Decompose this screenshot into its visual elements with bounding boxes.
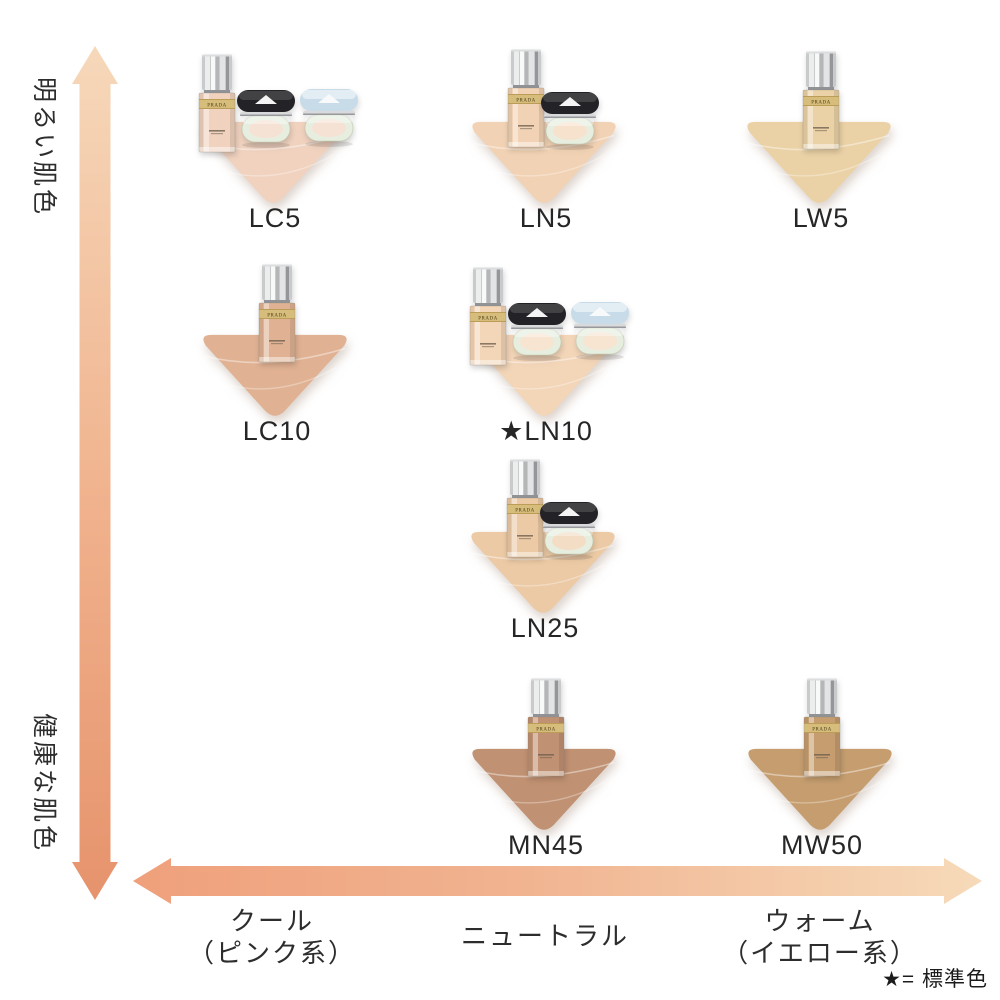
triangle-logo-icon <box>255 95 277 104</box>
triangle-logo-icon <box>558 507 580 516</box>
bottle-gold-band <box>528 723 564 733</box>
bottle-gold-band <box>259 309 295 319</box>
shade-swatch-triangle <box>748 748 892 830</box>
product-lw5: PRADA LW5 <box>726 45 916 240</box>
product-shade-label: LW5 <box>792 203 850 233</box>
bottle-gold-band <box>508 94 544 104</box>
triangle-logo-icon <box>589 307 611 316</box>
bottle-gold-band <box>470 312 506 322</box>
foundation-bottle: PRADA <box>507 49 545 148</box>
vertical-axis-label-top: 明るい肌色 <box>30 76 58 218</box>
product-ln25: PRADA LN25 <box>450 455 640 650</box>
foundation-bottle: PRADA <box>198 54 236 153</box>
compact-blue-lid <box>300 89 358 147</box>
product-shade-label: LN25 <box>510 613 580 643</box>
foundation-bottle: PRADA <box>527 678 565 777</box>
vertical-axis-label-bottom: 健康な肌色 <box>30 712 58 854</box>
shade-swatch-triangle <box>472 748 616 830</box>
triangle-logo-icon <box>318 94 340 103</box>
x-axis-label-warm: ウォーム （イエロー系） <box>722 906 918 969</box>
vertical-axis-arrow <box>72 46 118 900</box>
bottle-brand-text: PRADA <box>536 728 555 733</box>
bottle-gold-band <box>507 504 543 514</box>
standard-shade-legend: ★= 標準色 <box>882 968 988 991</box>
x-axis-label-cool-line2: （ピンク系） <box>187 937 357 968</box>
x-axis-label-cool-line1: クール <box>229 906 315 936</box>
shade-swatch-triangle <box>747 121 891 203</box>
compact-foundation <box>552 532 586 550</box>
bottle-brand-text: PRADA <box>811 101 830 106</box>
compact-black-lid <box>541 92 599 150</box>
foundation-bottle: PRADA <box>469 267 507 366</box>
product-shade-label: MN45 <box>507 830 585 860</box>
product-lc10: PRADA LC10 <box>182 258 372 453</box>
product-mn45: PRADA MN45 <box>451 672 641 867</box>
compact-blue-lid <box>571 302 629 360</box>
product-shade-label: LN5 <box>519 203 573 233</box>
foundation-bottle: PRADA <box>258 264 296 363</box>
x-axis-label-neutral-line1: ニュートラル <box>460 921 630 951</box>
bottle-gold-band <box>803 96 839 106</box>
compact-foundation <box>553 122 587 140</box>
product-lc5: PRADA LC5 <box>180 45 370 240</box>
bottle-brand-text: PRADA <box>812 728 831 733</box>
x-axis-label-cool: クール （ピンク系） <box>188 906 356 969</box>
compact-black-lid <box>237 90 295 148</box>
bottle-gold-band <box>804 723 840 733</box>
triangle-logo-icon <box>559 97 581 106</box>
shade-swatch-triangle <box>203 334 347 416</box>
x-axis-label-warm-line2: （イエロー系） <box>722 937 918 968</box>
compact-black-lid <box>540 502 598 560</box>
bottle-brand-text: PRADA <box>478 317 497 322</box>
bottle-brand-text: PRADA <box>516 99 535 104</box>
x-axis-label-warm-line1: ウォーム <box>764 906 876 936</box>
compact-foundation <box>249 120 283 138</box>
product-shade-label: ★LN10 <box>499 416 593 446</box>
product-ln5: PRADA LN5 <box>451 45 641 240</box>
foundation-bottle: PRADA <box>506 459 544 558</box>
foundation-bottle: PRADA <box>803 678 841 777</box>
x-axis-label-neutral: ニュートラル <box>461 921 629 953</box>
product-ln10: PRADA ★LN10 <box>451 258 641 453</box>
product-mw50: PRADA MW50 <box>727 672 917 867</box>
product-shade-label: LC5 <box>248 203 302 233</box>
bottle-gold-band <box>199 99 235 109</box>
horizontal-axis-arrow <box>133 858 982 904</box>
compact-foundation <box>312 119 346 137</box>
compact-black-lid <box>508 303 566 361</box>
bottle-brand-text: PRADA <box>267 314 286 319</box>
compact-foundation <box>520 333 554 351</box>
bottle-brand-text: PRADA <box>207 104 226 109</box>
product-shade-label: LC10 <box>242 416 312 446</box>
bottle-brand-text: PRADA <box>515 509 534 514</box>
triangle-logo-icon <box>526 308 548 317</box>
compact-foundation <box>583 332 617 350</box>
foundation-bottle: PRADA <box>802 51 840 150</box>
product-shade-label: MW50 <box>780 830 863 860</box>
